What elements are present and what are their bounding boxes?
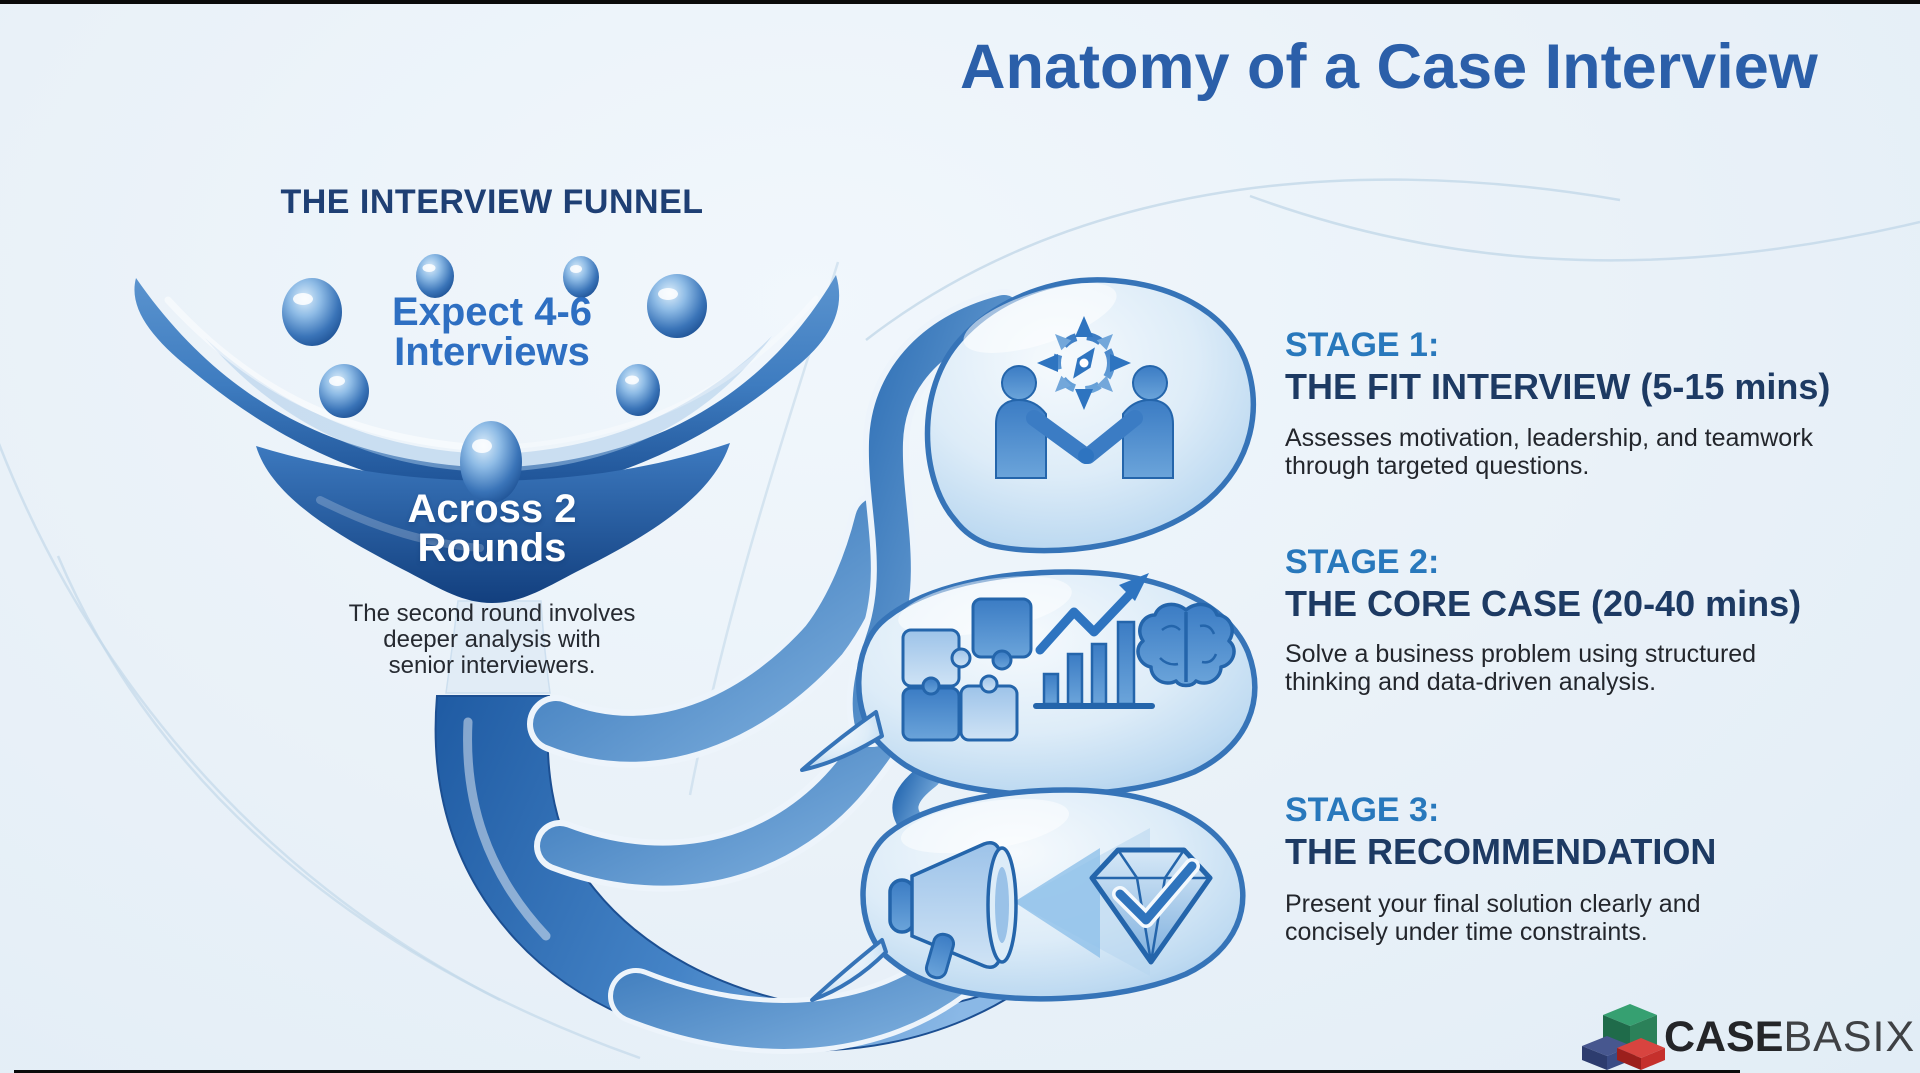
funnel-expect-label: Expect 4-6 Interviews: [392, 292, 592, 372]
stage-2-title: THE CORE CASE (20-40 mins): [1285, 583, 1802, 624]
curve-bottom-left-2: [56, 555, 641, 1060]
funnel-rim-gloss-right: [517, 295, 819, 449]
bubble-sphere: [647, 274, 707, 338]
stage-3-label: STAGE 3:: [1285, 791, 1440, 829]
funnel-heading: THE INTERVIEW FUNNEL: [280, 183, 704, 221]
compass-icon: [1037, 316, 1131, 410]
funnel-rim: [134, 275, 840, 494]
bubble-sphere: [319, 364, 369, 418]
curve-top-left: [865, 178, 1621, 341]
diamond-check-icon: [1089, 847, 1213, 965]
stage-1-body-line-2: through targeted questions.: [1285, 452, 1590, 480]
brain-icon: [1136, 602, 1236, 688]
stage-3-body: Present your final solution clearly and …: [1285, 890, 1701, 946]
brand-name-light: BASIX: [1783, 1013, 1916, 1061]
funnel-body: [256, 443, 730, 603]
funnel-note-line-3: senior interviewers.: [388, 652, 596, 679]
stream-swoosh: [434, 289, 1063, 1054]
bubble-sphere: [563, 256, 599, 298]
page-title: Anatomy of a Case Interview: [960, 32, 1818, 102]
stage-3-body-line-2: concisely under time constraints.: [1285, 918, 1648, 946]
light-beam-inner: [1014, 848, 1100, 958]
curve-bottom-left-1: [0, 442, 501, 1002]
logo-cubes-icon: [1582, 1004, 1665, 1070]
bubble-sphere: [460, 421, 522, 503]
letterbox-top: [0, 0, 1920, 4]
bubble-sphere: [616, 364, 660, 416]
funnel-expect-line-1: Expect 4-6: [391, 290, 593, 334]
droplet-3-gloss: [900, 798, 1070, 854]
funnel-across-label: Across 2 Rounds: [407, 487, 577, 570]
droplet-2-tail: [800, 710, 884, 772]
stage-1-body: Assesses motivation, leadership, and tea…: [1285, 424, 1813, 480]
stage-1-body-line-1: Assesses motivation, leadership, and tea…: [1285, 424, 1814, 452]
funnel-note-line-2: deeper analysis with: [383, 626, 601, 653]
funnel: [134, 275, 840, 694]
funnel-note-line-1: The second round involves: [348, 600, 636, 627]
funnel-neck-glass: [445, 600, 551, 694]
funnel-across-line-2: Rounds: [417, 526, 567, 570]
funnel-note: The second round involves deeper analysi…: [349, 601, 636, 679]
stage-1-label: STAGE 1:: [1285, 326, 1440, 364]
stage-2-body: Solve a business problem using structure…: [1285, 640, 1756, 696]
funnel-inner-wall: [205, 336, 772, 472]
stage-2-label: STAGE 2:: [1285, 543, 1440, 581]
growth-chart-icon: [1033, 573, 1155, 709]
funnel-body-gloss: [316, 496, 484, 552]
puzzle-icon: [901, 597, 1033, 742]
stage-2-body-line-2: thinking and data-driven analysis.: [1285, 668, 1657, 696]
letterbox-bottom: [14, 1070, 1740, 1073]
funnel-expect-line-2: Interviews: [394, 330, 590, 374]
stage-3-body-line-1: Present your final solution clearly and: [1285, 890, 1701, 918]
curve-top-right: [1249, 194, 1920, 262]
droplet-3-tail: [810, 938, 888, 1002]
handshake-compass-icon: [995, 316, 1174, 479]
stage-1-title: THE FIT INTERVIEW (5-15 mins): [1285, 366, 1831, 407]
brand-wordmark: CASEBASIX: [1664, 1014, 1915, 1060]
droplet-1-gloss: [963, 283, 1117, 353]
ribbon-to-stage1: [533, 497, 901, 762]
megaphone-diamond-check-icon: [888, 828, 1213, 980]
brand-name-bold: CASE: [1664, 1013, 1784, 1061]
stage-3-title: THE RECOMMENDATION: [1285, 831, 1717, 872]
candidate-bubbles: [282, 254, 707, 503]
bubble-sphere: [416, 254, 454, 298]
megaphone-icon: [888, 841, 1018, 980]
stage-2-body-line-1: Solve a business problem using structure…: [1285, 640, 1757, 668]
funnel-across-line-1: Across 2: [407, 487, 577, 531]
puzzle-chart-brain-icon: [901, 573, 1236, 742]
bubble-sphere: [282, 278, 342, 346]
funnel-rim-gloss-left: [164, 296, 484, 452]
red-cube: [1617, 1038, 1665, 1070]
swoosh-highlight: [463, 717, 551, 941]
